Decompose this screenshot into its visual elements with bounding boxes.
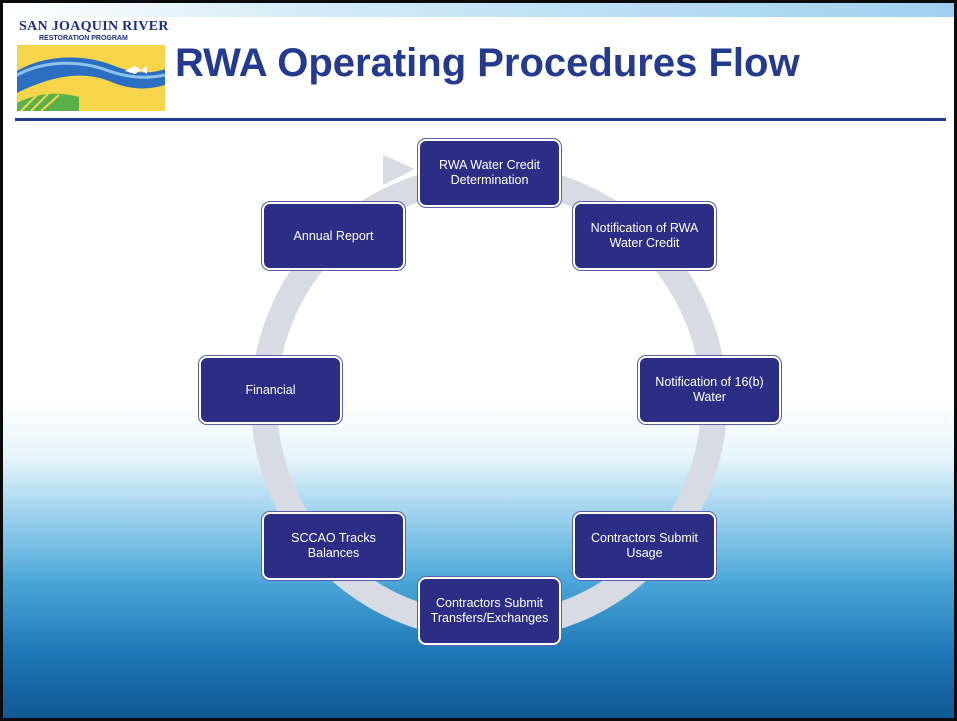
logo-title: SAN JOAQUIN RIVER [19, 19, 169, 34]
title-underline [15, 118, 946, 121]
program-logo: SAN JOAQUIN RIVER RESTORATION PROGRAM [17, 19, 168, 111]
logo-subtitle: RESTORATION PROGRAM [39, 35, 128, 42]
cycle-arrowhead-icon [383, 155, 415, 185]
node-financial: Financial [199, 356, 342, 424]
node-contractors-submit-transfers-exchanges: Contractors Submit Transfers/Exchanges [418, 577, 561, 645]
node-rwa-water-credit-determination: RWA Water Credit Determination [418, 139, 561, 207]
river-fish-logo-icon [17, 45, 165, 111]
node-notification-16b-water: Notification of 16(b) Water [638, 356, 781, 424]
node-contractors-submit-usage: Contractors Submit Usage [573, 512, 716, 580]
node-notification-rwa-water-credit: Notification of RWA Water Credit [573, 202, 716, 270]
page-title: RWA Operating Procedures Flow [175, 41, 800, 85]
top-gradient-bar [3, 3, 954, 17]
node-annual-report: Annual Report [262, 202, 405, 270]
node-sccao-tracks-balances: SCCAO Tracks Balances [262, 512, 405, 580]
